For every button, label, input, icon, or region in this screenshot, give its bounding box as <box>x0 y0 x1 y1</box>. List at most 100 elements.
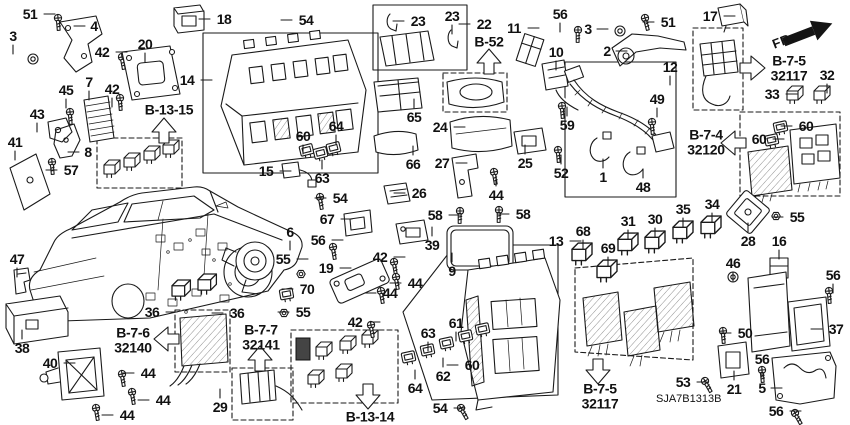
cover-24a <box>446 77 505 109</box>
relay-33 <box>786 85 804 105</box>
part-callout-32: 32 <box>819 67 835 83</box>
part-callout-10: 10 <box>548 44 564 60</box>
part-callout-7: 7 <box>85 74 93 90</box>
part-callout-55: 55 <box>295 304 311 320</box>
part-callout-66: 66 <box>405 156 421 172</box>
cover-25 <box>513 127 547 155</box>
part-callout-54: 54 <box>432 400 448 416</box>
part-callout-14: 14 <box>179 72 195 88</box>
part-callout-70: 70 <box>299 281 315 297</box>
connector-70 <box>278 287 295 303</box>
cover-24b <box>449 115 513 153</box>
part-callout-37: 37 <box>828 321 844 337</box>
part-callout-62: 62 <box>435 368 451 384</box>
relay-cluster-topleft <box>103 139 180 179</box>
fuse-box-13 <box>460 248 561 411</box>
part-callout-9: 9 <box>448 263 456 279</box>
part-callout-13: 13 <box>548 233 564 249</box>
screw-57 <box>42 156 63 177</box>
module-20 <box>121 45 181 101</box>
part-callout-58: 58 <box>427 207 443 223</box>
part-callout-60: 60 <box>464 357 480 373</box>
part-callout-51: 51 <box>22 6 38 22</box>
part-callout-69: 69 <box>600 240 616 256</box>
part-callout-15: 15 <box>258 163 274 179</box>
part-callout-5: 5 <box>758 380 766 396</box>
part-callout-36: 36 <box>144 304 160 320</box>
part-callout-63: 63 <box>420 325 436 341</box>
part-callout-57: 57 <box>63 162 79 178</box>
bracket-4 <box>59 15 103 73</box>
part-callout-30: 30 <box>647 211 663 227</box>
screw-54c <box>454 403 472 421</box>
car-illustration <box>28 186 303 322</box>
part-callout-1: 1 <box>599 169 607 185</box>
part-callout-42: 42 <box>347 314 363 330</box>
screw-54b <box>310 191 331 212</box>
housing-5 <box>771 351 837 405</box>
part-callout-63: 63 <box>314 170 330 186</box>
clip-47 <box>13 267 31 295</box>
part-callout-44: 44 <box>119 407 135 423</box>
cover-65 <box>373 77 423 113</box>
fuse-block-36 <box>169 313 229 387</box>
part-callout-64: 64 <box>407 380 423 396</box>
connector-60a <box>772 120 789 137</box>
screw-50 <box>713 325 734 346</box>
cover-66 <box>373 130 419 156</box>
part-callout-65: 65 <box>406 109 422 125</box>
ref-label-b-13-15: B-13-15 <box>144 101 194 118</box>
screw-53 <box>698 376 716 394</box>
part-callout-29: 29 <box>212 399 228 415</box>
ref-arrow-b-52 <box>476 48 502 75</box>
part-callout-21: 21 <box>726 381 742 397</box>
part-callout-54: 54 <box>332 190 348 206</box>
connector-block-22 <box>379 30 435 67</box>
part-callout-36: 36 <box>229 305 245 321</box>
part-callout-48: 48 <box>635 179 651 195</box>
bracket-43 <box>47 117 73 143</box>
part-callout-33: 33 <box>764 86 780 102</box>
connector-11 <box>515 33 545 67</box>
part-callout-40: 40 <box>42 355 58 371</box>
relay-row <box>571 215 722 283</box>
part-callout-42: 42 <box>94 44 110 60</box>
grommet-3b <box>614 25 626 37</box>
part-callout-56: 56 <box>768 403 784 419</box>
connector-63a <box>312 145 330 163</box>
screw-42c <box>384 256 405 277</box>
part-callout-47: 47 <box>9 251 25 267</box>
connector-15 <box>281 161 317 188</box>
part-callout-53: 53 <box>675 374 691 390</box>
part-callout-60: 60 <box>295 128 311 144</box>
part-callout-19: 19 <box>318 260 334 276</box>
part-callout-2: 2 <box>603 43 611 59</box>
module-21 <box>717 341 750 379</box>
clamp-23b <box>447 29 459 49</box>
part-callout-24: 24 <box>432 119 448 135</box>
ref-arrow-b-7-4 <box>720 130 747 156</box>
part-callout-44: 44 <box>140 365 156 381</box>
clamp-48 <box>622 146 646 176</box>
part-callout-58: 58 <box>515 206 531 222</box>
clamp-23a <box>386 13 398 32</box>
relay-36a <box>171 279 192 301</box>
part-callout-49: 49 <box>649 91 665 107</box>
ref-label-b-52: B-52 <box>474 33 504 50</box>
part-callout-52: 52 <box>553 165 569 181</box>
part-callout-22: 22 <box>476 16 492 32</box>
part-callout-16: 16 <box>771 233 787 249</box>
ref-arrow-b-7-5-top <box>739 55 766 81</box>
part-callout-25: 25 <box>517 155 533 171</box>
nut-55a <box>296 269 306 279</box>
bolt-45 <box>60 106 81 127</box>
part-callout-55: 55 <box>789 209 805 225</box>
part-callout-35: 35 <box>675 201 691 217</box>
part-callout-56: 56 <box>754 351 770 367</box>
part-callout-23: 23 <box>410 13 426 29</box>
